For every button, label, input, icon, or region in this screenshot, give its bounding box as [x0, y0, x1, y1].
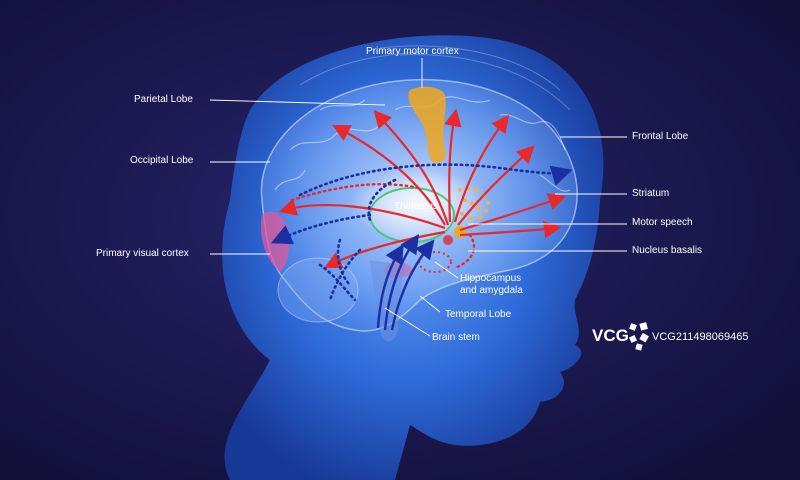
- label-striatum: Striatum: [632, 188, 670, 199]
- cerebellum: [277, 257, 359, 323]
- label-motor-speech: Motor speech: [632, 217, 693, 228]
- watermark: VCG VCG211498069465: [592, 318, 782, 358]
- motor-cortex-region: [408, 86, 446, 163]
- red-pathways: [278, 108, 567, 268]
- label-parietal-lobe: Parietal Lobe: [134, 94, 193, 105]
- nucleus-basalis-region: [443, 235, 453, 245]
- blue-dotted-pathways: [270, 163, 573, 302]
- hair-highlight: [299, 45, 571, 111]
- label-primary-visual-cortex: Primary visual cortex: [96, 248, 189, 259]
- watermark-code: VCG211498069465: [652, 331, 749, 343]
- label-hippocampus: Hippocampus: [460, 273, 522, 284]
- label-temporal-lobe: Temporal Lobe: [445, 309, 512, 320]
- label-occipital-lobe: Occipital Lobe: [130, 155, 194, 166]
- thalamus-region: [369, 187, 455, 243]
- label-amygdala: and amygdala: [460, 285, 523, 296]
- leader-lines: [209, 58, 627, 337]
- label-nucleus-basalis: Nucleus basalis: [632, 245, 703, 256]
- watermark-brand: VCG: [592, 326, 629, 345]
- blue-pathways: [376, 234, 435, 331]
- label-brain-stem: Brain stem: [432, 332, 480, 343]
- watermark-logo-icon: [629, 322, 649, 351]
- label-thalamus: Thalamus: [394, 201, 438, 212]
- label-primary-motor-cortex: Primary motor cortex: [366, 46, 459, 57]
- red-dotted-pathways: [290, 183, 476, 270]
- label-frontal-lobe: Frontal Lobe: [632, 131, 689, 142]
